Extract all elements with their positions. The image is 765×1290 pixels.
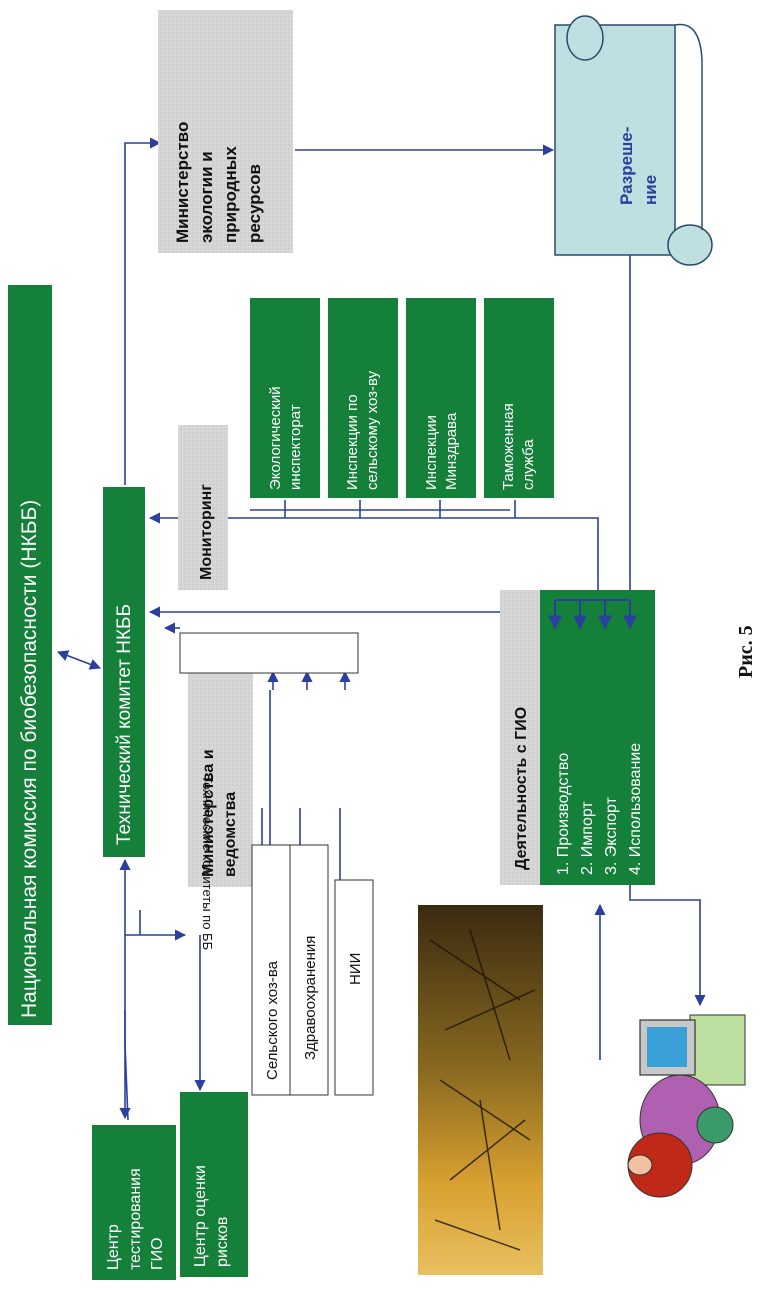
gio-item-4: 4. Использование xyxy=(627,743,644,875)
nkbb-box: Национальная комиссия по биобезопасности… xyxy=(8,285,52,1025)
figure-caption: Рис. 5 xyxy=(735,625,757,678)
ministry-ecology-line4: ресурсов xyxy=(245,164,264,243)
svg-text:Центр оценки рисков: Центр оценки рисков xyxy=(192,1161,231,1267)
ministry-item-health: Здравоохранения xyxy=(302,936,319,1060)
inspection-2-line1: Инспекции по xyxy=(344,394,361,490)
ministry-ecology-line3: природных xyxy=(221,146,240,243)
ministry-ecology-box: Министерство экологии и природных ресурс… xyxy=(158,10,293,253)
monitoring-label: Мониторинг xyxy=(198,484,215,580)
permit-line1: Разреше- xyxy=(617,127,636,205)
ministries-line1: Министерства и xyxy=(200,749,217,877)
inspection-boxes: Экологический инспекторат Инспекции по с… xyxy=(250,298,554,498)
svg-text:Инспекции Минздрава: Инспекции Минздрава xyxy=(423,411,460,490)
tech-committee-box: Технический комитет НКББ xyxy=(103,487,145,857)
nkbb-label: Национальная комиссия по биобезопасности… xyxy=(18,500,41,1018)
inspection-3-line1: Инспекции xyxy=(423,415,440,490)
risk-center-line2: рисков xyxy=(214,1217,231,1267)
test-center-line2: тестирования xyxy=(127,1168,144,1270)
gio-activity-box: Деятельность с ГИО 1. Производство 2. Им… xyxy=(500,590,655,885)
svg-text:Таможенная служба: Таможенная служба xyxy=(500,399,537,490)
permit-scroll: Разреше- ние xyxy=(554,15,713,266)
ministries-line2: ведомства xyxy=(222,792,239,877)
inspection-1-line1: Экологический xyxy=(267,386,284,490)
svg-text:Экологический инспектора: Экологический инспекторат xyxy=(267,382,304,490)
gio-arrows xyxy=(548,599,637,630)
ministry-ecology-line2: экологии и xyxy=(197,151,216,243)
gio-item-3: 3. Экспорт xyxy=(603,796,620,875)
tech-committee-label: Технический комитет НКББ xyxy=(114,604,135,845)
inspection-3-line2: Минздрава xyxy=(443,412,460,490)
svg-text:Инспекции по сельскому х: Инспекции по сельскому хоз-ву xyxy=(344,370,381,490)
person-computer-illustration xyxy=(627,1014,746,1198)
gio-item-1: 1. Производство xyxy=(555,753,572,875)
inspection-4-line1: Таможенная xyxy=(500,403,517,490)
inspection-1-line2: инспекторат xyxy=(287,404,304,490)
inspection-4-line2: служба xyxy=(520,439,537,490)
ministry-ecology-line1: Министерство xyxy=(173,122,192,243)
risk-center-line1: Центр оценки xyxy=(192,1165,209,1267)
test-center-line1: Центр xyxy=(105,1224,122,1270)
svg-text:Разреше- ние: Разреше- ние xyxy=(617,122,660,205)
tech-committees-bb-label: Технические комитеты по ББ xyxy=(200,775,215,950)
ministry-item-nii: НИИ xyxy=(347,953,364,985)
gio-activity-label: Деятельность с ГИО xyxy=(513,707,530,870)
test-center-line3: ГИО xyxy=(149,1237,166,1270)
svg-text:Министерства и ведомства: Министерства и ведомства xyxy=(200,745,239,877)
svg-text:Центр тестирования: Центр тестирования ГИО xyxy=(105,1164,166,1270)
tech-committees-bb-box: Технические комитеты по ББ xyxy=(179,632,359,950)
test-center-box: Центр тестирования ГИО xyxy=(92,1125,176,1280)
risk-center-box: Центр оценки рисков xyxy=(180,1092,248,1277)
inspection-2-line2: сельскому хоз-ву xyxy=(364,370,381,490)
connectors xyxy=(56,137,706,1121)
svg-text:Министерство экологии и: Министерство экологии и природных ресурс… xyxy=(173,117,264,243)
monitoring-box: Мониторинг xyxy=(178,425,228,590)
wheat-field-photo xyxy=(418,905,543,1275)
ministry-item-agriculture: Сельского хоз-ва xyxy=(264,960,281,1080)
svg-text:1. Производство 2. Импор: 1. Производство 2. Импорт 3. Экспорт 4. … xyxy=(555,743,644,875)
gio-item-2: 2. Импорт xyxy=(579,801,596,875)
permit-line2: ние xyxy=(641,175,660,205)
ministries-agencies-box: Министерства и ведомства xyxy=(188,637,253,887)
ministry-items: Сельского хоз-ва Здравоохранения НИИ xyxy=(251,844,374,1096)
